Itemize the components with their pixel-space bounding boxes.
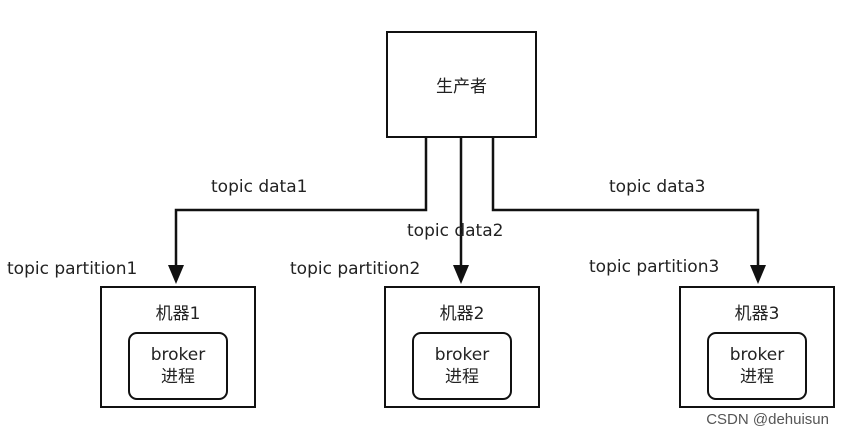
machine-2-broker-label: broker xyxy=(434,345,490,365)
topic-partition2-label: topic partition2 xyxy=(290,259,421,279)
machine-1-broker-label: broker xyxy=(150,345,206,365)
machine-3-title: 机器3 xyxy=(734,304,780,324)
machine-1-broker-process: broker 进程 xyxy=(128,332,228,400)
machine-3-box: 机器3 broker 进程 xyxy=(679,286,835,408)
machine-3-process-label: 进程 xyxy=(740,367,774,387)
connector-data1-line xyxy=(174,138,428,266)
machine-1-box: 机器1 broker 进程 xyxy=(100,286,256,408)
csdn-watermark: CSDN @dehuisun xyxy=(706,411,829,428)
arrowhead-partition2 xyxy=(453,265,469,284)
machine-2-title: 机器2 xyxy=(439,304,485,324)
machine-1-process-label: 进程 xyxy=(161,367,195,387)
machine-2-process-label: 进程 xyxy=(445,367,479,387)
arrowhead-partition3 xyxy=(750,265,766,284)
machine-2-box: 机器2 broker 进程 xyxy=(384,286,540,408)
machine-3-broker-label: broker xyxy=(729,345,785,365)
arrowhead-partition1 xyxy=(168,265,184,284)
topic-data1-label: topic data1 xyxy=(211,177,308,197)
topic-partition1-label: topic partition1 xyxy=(7,259,138,279)
machine-1-title: 机器1 xyxy=(155,304,201,324)
connector-data3-line xyxy=(491,138,760,266)
topic-data3-label: topic data3 xyxy=(609,177,706,197)
producer-label: 生产者 xyxy=(436,77,487,97)
topic-partition3-label: topic partition3 xyxy=(589,257,720,277)
topic-data2-label: topic data2 xyxy=(407,221,504,241)
machine-3-broker-process: broker 进程 xyxy=(707,332,807,400)
machine-2-broker-process: broker 进程 xyxy=(412,332,512,400)
producer-box: 生产者 xyxy=(386,31,537,138)
